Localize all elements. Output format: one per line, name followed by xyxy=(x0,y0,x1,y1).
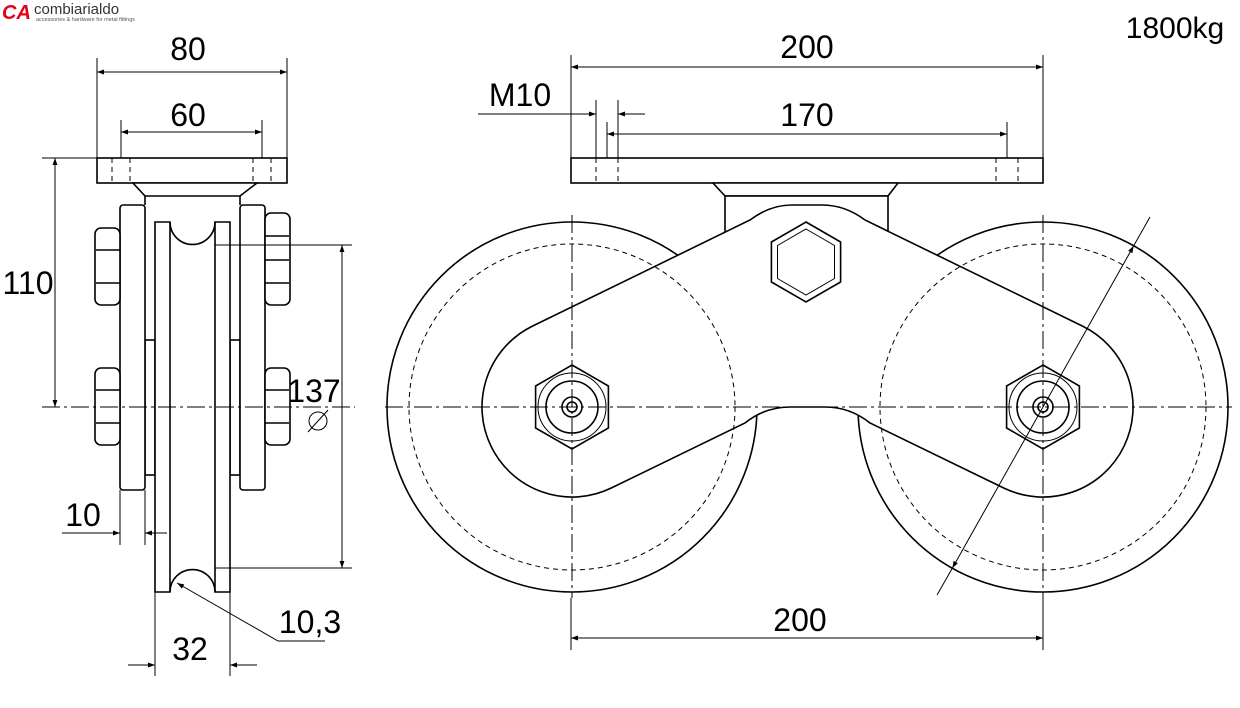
logo-name: combiarialdo xyxy=(34,1,119,18)
brand-logo: CA combiarialdo accessories & hardware f… xyxy=(2,1,135,24)
diameter-symbol-icon xyxy=(307,409,329,433)
svg-text:110: 110 xyxy=(2,265,53,301)
side-top-plate xyxy=(96,157,288,184)
dimension-wheel-width: 32 xyxy=(128,592,257,676)
svg-text:170: 170 xyxy=(780,97,833,133)
side-bracket xyxy=(131,182,260,197)
front-top-plate xyxy=(570,157,1044,184)
logo-mark: CA xyxy=(2,2,31,24)
front-wheel-diameter-line xyxy=(936,216,1151,596)
svg-text:80: 80 xyxy=(170,31,206,67)
dimension-groove-radius: 10,3 xyxy=(176,582,341,642)
dimension-hole-spacing-front: 170 xyxy=(606,97,1008,158)
side-plate-left xyxy=(119,204,146,491)
svg-text:137: 137 xyxy=(287,373,340,409)
dimension-plate-length: 200 xyxy=(570,29,1044,158)
front-bracket xyxy=(711,182,900,197)
side-nut-upper-right xyxy=(264,212,291,306)
front-center-bolt xyxy=(770,221,842,303)
svg-text:200: 200 xyxy=(780,29,833,65)
dimension-hole-spacing-side: 60 xyxy=(120,97,263,158)
dimension-wheel-spacing: 200 xyxy=(570,598,1044,650)
side-nut-upper-left xyxy=(94,227,121,306)
svg-text:200: 200 xyxy=(773,602,826,638)
dimension-overall-width: 80 xyxy=(96,31,288,158)
logo-tagline: accessories & hardware for metal fitting… xyxy=(36,17,135,23)
side-plate-right xyxy=(239,204,266,491)
svg-text:10: 10 xyxy=(65,497,101,533)
load-rating: 1800kg xyxy=(1126,12,1224,45)
svg-text:60: 60 xyxy=(170,97,206,133)
svg-text:10,3: 10,3 xyxy=(279,604,341,640)
side-view: 80 60 110 137 xyxy=(2,31,355,676)
dimension-plate-thickness: 10 xyxy=(62,490,167,545)
svg-text:M10: M10 xyxy=(489,77,551,113)
front-view: 200 M10 170 200 xyxy=(385,29,1232,650)
dimension-thread: M10 xyxy=(478,77,645,158)
svg-text:32: 32 xyxy=(172,631,208,667)
dimension-height-to-axle: 110 xyxy=(2,157,97,407)
dimension-wheel-diameter: 137 xyxy=(215,244,352,569)
